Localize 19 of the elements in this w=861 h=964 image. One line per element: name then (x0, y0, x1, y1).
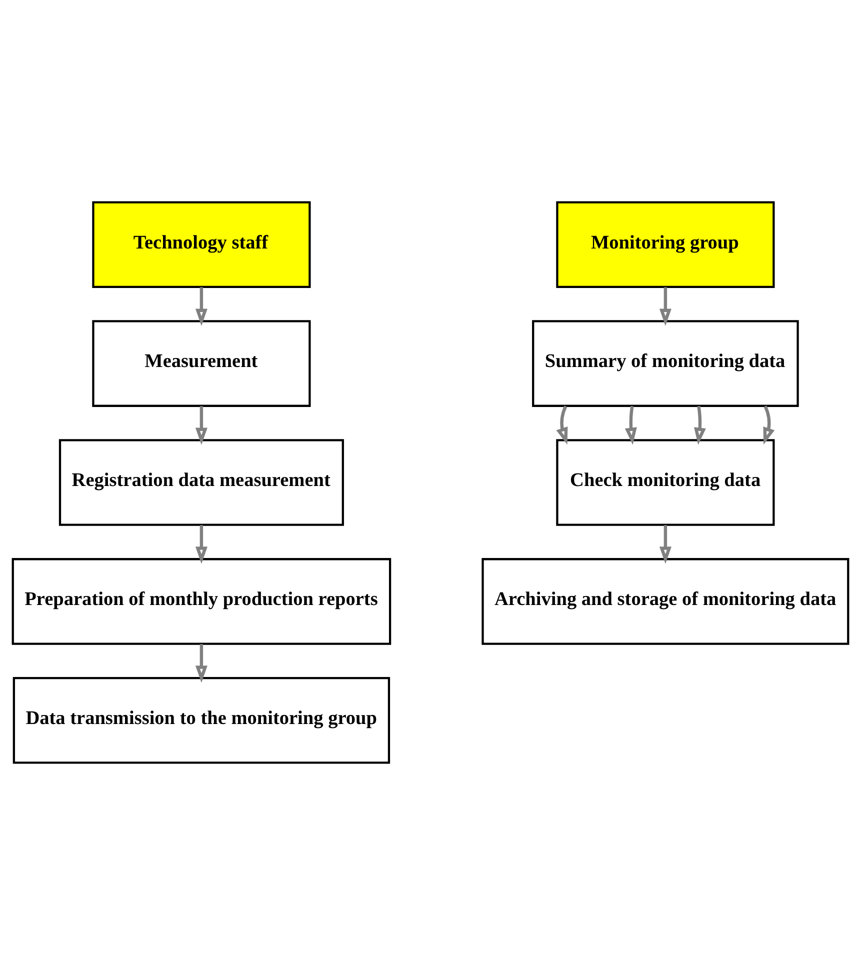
node-box: Monitoring group (556, 200, 775, 288)
node-box: Archiving and storage of monitoring data (482, 558, 850, 644)
node-box: Measurement (92, 320, 311, 406)
arrow (624, 405, 637, 444)
node-box: Technology staff (92, 200, 311, 288)
node-box: Check monitoring data (556, 438, 775, 526)
arrow (556, 404, 568, 444)
arrow (195, 286, 208, 326)
arrow (659, 524, 672, 564)
arrow (694, 405, 706, 444)
arrow (195, 524, 208, 564)
arrow (763, 404, 775, 444)
node-box: Data transmission to the monitoring group (12, 676, 390, 764)
node-box: Preparation of monthly production reports (12, 558, 392, 644)
node-box: Summary of monitoring data (532, 320, 799, 406)
arrow (195, 644, 208, 682)
arrow (195, 406, 208, 444)
arrow (659, 286, 672, 326)
node-box: Registration data measurement (58, 438, 344, 526)
